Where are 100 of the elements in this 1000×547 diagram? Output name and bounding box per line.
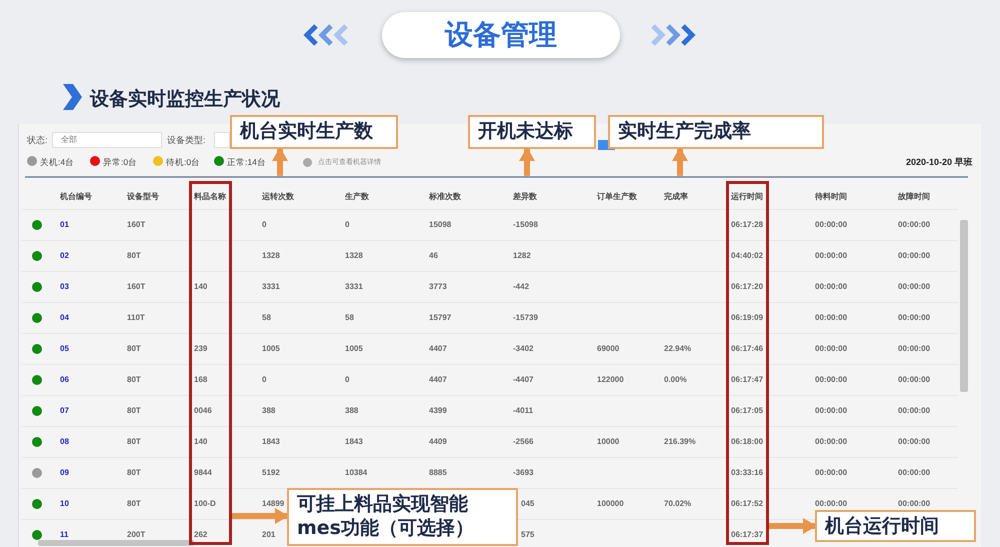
- table-cell: 201: [262, 530, 276, 540]
- table-cell: 3331: [345, 282, 363, 292]
- callout-box: 开机未达标: [468, 115, 596, 149]
- table-cell: 00:00:00: [898, 375, 930, 385]
- table-cell: 0: [345, 220, 350, 230]
- table-cell: 160T: [127, 282, 146, 292]
- table-cell: 80T: [127, 499, 141, 509]
- table-cell: 00:00:00: [815, 406, 848, 416]
- table-cell: -15739: [513, 313, 538, 323]
- table-cell: 168: [194, 375, 208, 385]
- column-header: 待料时间: [815, 192, 847, 202]
- table-cell: 06:17:05: [731, 406, 764, 416]
- table-cell: 00:00:00: [815, 437, 848, 447]
- table-cell: 00:00:00: [898, 437, 930, 447]
- column-header: 设备型号: [127, 192, 159, 202]
- table-cell: 80T: [127, 344, 141, 354]
- table-cell: 80T: [127, 437, 141, 447]
- legend-text: 正常:14台: [227, 157, 266, 167]
- table-cell: 4399: [429, 406, 447, 416]
- table-cell: 80T: [127, 468, 141, 478]
- table-cell: 388: [345, 406, 358, 416]
- table-cell: 1005: [345, 344, 363, 354]
- table-cell: 05: [60, 344, 69, 354]
- table-cell: 3331: [262, 282, 280, 292]
- table-cell: 06:18:00: [731, 437, 764, 447]
- table-cell: 10000: [597, 437, 620, 447]
- table-cell: 58: [262, 313, 271, 323]
- arrow: [769, 518, 817, 534]
- table-cell: 69000: [597, 344, 620, 354]
- table-cell: 06:17:46: [731, 344, 764, 354]
- table-cell: 1843: [345, 437, 363, 447]
- column-header: 差异数: [513, 192, 537, 202]
- column-header: 运行时间: [731, 192, 763, 202]
- table-cell: 0: [262, 375, 266, 385]
- field-label: 状态:: [27, 135, 48, 145]
- table-cell: 02: [60, 251, 69, 261]
- table-cell: 80T: [127, 406, 141, 416]
- callout-box: 实时生产完成率: [608, 115, 824, 149]
- legend-text: 关机:4台: [40, 157, 74, 167]
- table-cell: -442: [513, 282, 530, 292]
- table-cell: -2566: [513, 437, 534, 447]
- table-cell: 388: [262, 406, 276, 416]
- column-header: 故障时间: [898, 192, 930, 202]
- table-cell: 00:00:00: [898, 313, 930, 323]
- table-cell: 3773: [429, 282, 447, 292]
- table-cell: 00:00:00: [815, 375, 848, 385]
- table-cell: 140: [194, 282, 208, 292]
- table-cell: 06:17:52: [731, 499, 764, 509]
- table-cell: 239: [194, 344, 208, 354]
- table-cell: 8885: [429, 468, 447, 478]
- table-cell: 00:00:00: [815, 499, 848, 509]
- table-cell: 06:17:37: [731, 530, 764, 540]
- title-banner: 设备管理: [382, 12, 620, 58]
- table-cell: 045: [521, 499, 534, 509]
- highlight-frame: [189, 181, 232, 545]
- table-cell: 06:17:20: [731, 282, 764, 292]
- table-cell: 00:00:00: [815, 220, 848, 230]
- table-cell: 00:00:00: [898, 344, 930, 354]
- table-cell: 110T: [127, 313, 145, 323]
- table-cell: -15098: [513, 220, 538, 230]
- arrow: [272, 147, 288, 176]
- table-cell: 03:33:16: [731, 468, 764, 478]
- table-cell: -3693: [513, 468, 534, 478]
- table-cell: 9844: [194, 468, 212, 478]
- table-cell: 0.00%: [664, 375, 687, 385]
- table-cell: 15098: [429, 220, 452, 230]
- table-cell: 00:00:00: [815, 251, 848, 261]
- table-cell: 04: [60, 313, 69, 323]
- table-cell: 46: [429, 251, 438, 261]
- table-cell: 122000: [597, 375, 624, 385]
- table-cell: 100000: [597, 499, 624, 509]
- table-cell: 14899: [262, 499, 284, 509]
- legend-text: 异常:0台: [103, 157, 138, 167]
- table-cell: 04:40:02: [731, 251, 764, 261]
- table-cell: 140: [194, 437, 208, 447]
- table-cell: 01: [60, 220, 69, 230]
- table-cell: 09: [60, 468, 69, 478]
- highlight-frame: [726, 181, 769, 545]
- table-cell: -3402: [513, 344, 534, 354]
- column-header: 订单生产数: [597, 192, 637, 202]
- table-cell: 0046: [194, 406, 212, 416]
- table-cell: 0: [262, 220, 266, 230]
- table-cell: 22.94%: [664, 344, 692, 354]
- table-cell: 00:00:00: [898, 251, 930, 261]
- table-cell: 70.02%: [664, 499, 692, 509]
- column-header: 运转次数: [262, 192, 294, 202]
- table-cell: 08: [60, 437, 69, 447]
- table-cell: 06:19:09: [731, 313, 764, 323]
- column-header: 料品名称: [194, 192, 226, 202]
- table-cell: 00:00:00: [815, 282, 848, 292]
- table-cell: 58: [345, 313, 354, 323]
- column-header: 完成率: [664, 192, 688, 202]
- table-cell: 06:17:28: [731, 220, 764, 230]
- table-cell: 4407: [429, 375, 447, 385]
- table-cell: 1328: [345, 251, 363, 261]
- arrow: [672, 147, 688, 176]
- table-cell: 160T: [127, 220, 146, 230]
- table-cell: 15797: [429, 313, 452, 323]
- column-header: 标准次数: [429, 192, 461, 202]
- date-text: 2020-10-20 早班: [906, 157, 973, 167]
